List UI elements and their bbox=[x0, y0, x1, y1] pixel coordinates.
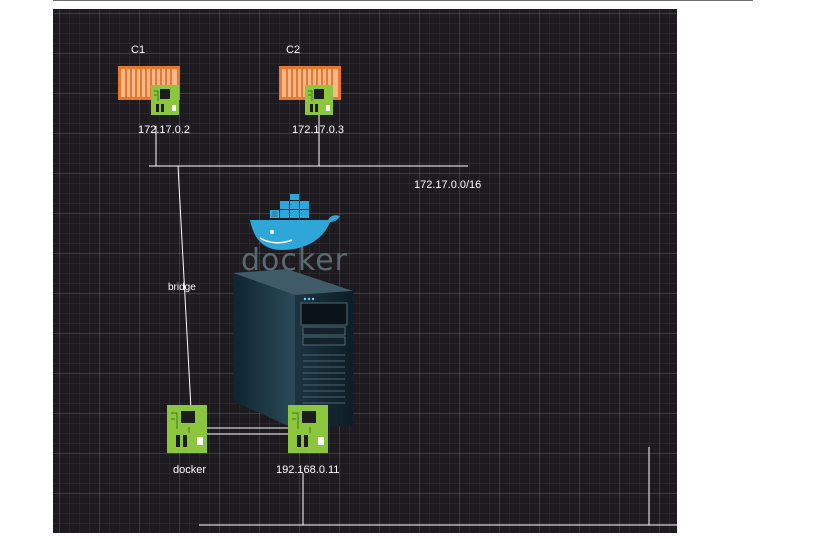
subnet-label: 172.17.0.0/16 bbox=[414, 179, 482, 191]
container-c2-ip: 172.17.0.3 bbox=[292, 124, 344, 136]
bridge-link-line bbox=[177, 165, 192, 410]
top-divider bbox=[53, 0, 753, 1]
network-card-icon[interactable] bbox=[167, 405, 207, 453]
network-card-icon[interactable] bbox=[288, 405, 328, 453]
diagram-canvas[interactable]: C1 172.17.0.2 C2 bbox=[53, 9, 677, 533]
network-card-icon[interactable] bbox=[305, 85, 333, 115]
container-c1-ip: 172.17.0.2 bbox=[138, 124, 190, 136]
bridge-label: bridge bbox=[168, 282, 196, 293]
network-card-icon[interactable] bbox=[151, 85, 179, 115]
docker-whale-icon bbox=[250, 194, 340, 250]
server-tower-icon bbox=[233, 269, 353, 429]
host-nic-ip-label: 192.168.0.11 bbox=[276, 464, 340, 476]
container-c1-name: C1 bbox=[131, 44, 146, 56]
docker-nic-label: docker bbox=[173, 464, 207, 476]
connection-lines bbox=[149, 113, 677, 526]
container-c2-name: C2 bbox=[286, 44, 301, 56]
